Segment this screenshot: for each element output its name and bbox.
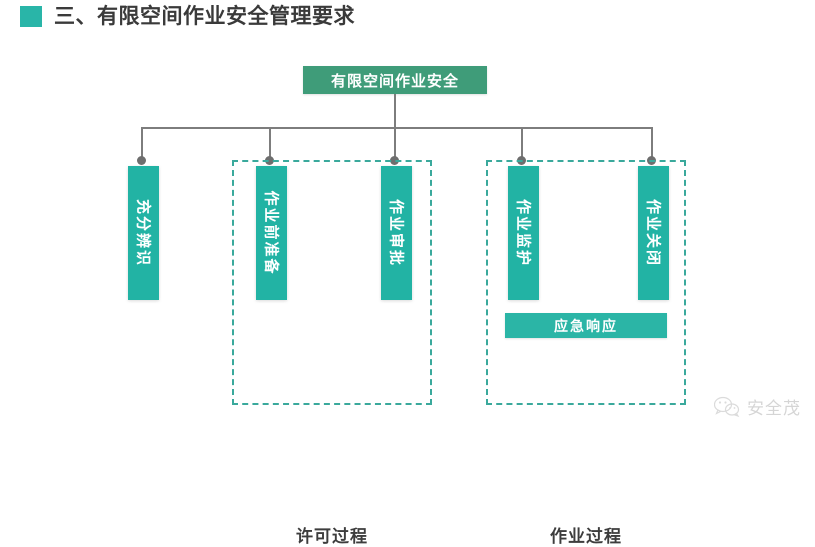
group-process-label: 作业过程 [550,527,622,546]
page-title: 三、有限空间作业安全管理要求 [20,6,355,27]
watermark-label: 安全茂 [747,399,801,419]
diagram-node-approval-label: 作业审批 [387,198,404,268]
diagram-node-emergency-response: 应急响应 [505,313,667,338]
connector-drop-4 [521,128,523,158]
connector-drop-1 [141,128,143,158]
diagram-node-closure: 作业关闭 [638,166,669,300]
group-permit-label: 许可过程 [296,527,368,546]
connector-drop-2 [269,128,271,158]
diagram-node-closure-label: 作业关闭 [644,198,661,268]
diagram-node-approval: 作业审批 [381,166,412,300]
bullet-square-icon [20,6,42,27]
diagram-node-supervision-label: 作业监护 [514,198,531,268]
watermark: 安全茂 [714,394,801,419]
connector-drop-5 [651,128,653,158]
connector-dot-1 [137,156,146,165]
diagram-node-preparation: 作业前准备 [256,166,287,300]
diagram-node-preparation-label: 作业前准备 [262,190,279,276]
slide-canvas: 三、有限空间作业安全管理要求 有限空间作业安全 许可过程 作业过程 充分辨识 作… [20,6,801,546]
diagram-node-emergency-response-label: 应急响应 [554,317,618,334]
diagram-node-identification: 充分辨识 [128,166,159,300]
diagram-node-identification-label: 充分辨识 [134,198,151,268]
connector-horizontal-bus [141,127,653,129]
page-title-label: 三、有限空间作业安全管理要求 [54,5,355,28]
diagram-root-label: 有限空间作业安全 [330,72,459,90]
connector-drop-3 [394,128,396,158]
diagram-root-node: 有限空间作业安全 [303,66,487,94]
connector-root-vertical [394,94,396,128]
wechat-logo-icon [714,396,740,417]
diagram-node-supervision: 作业监护 [508,166,539,300]
